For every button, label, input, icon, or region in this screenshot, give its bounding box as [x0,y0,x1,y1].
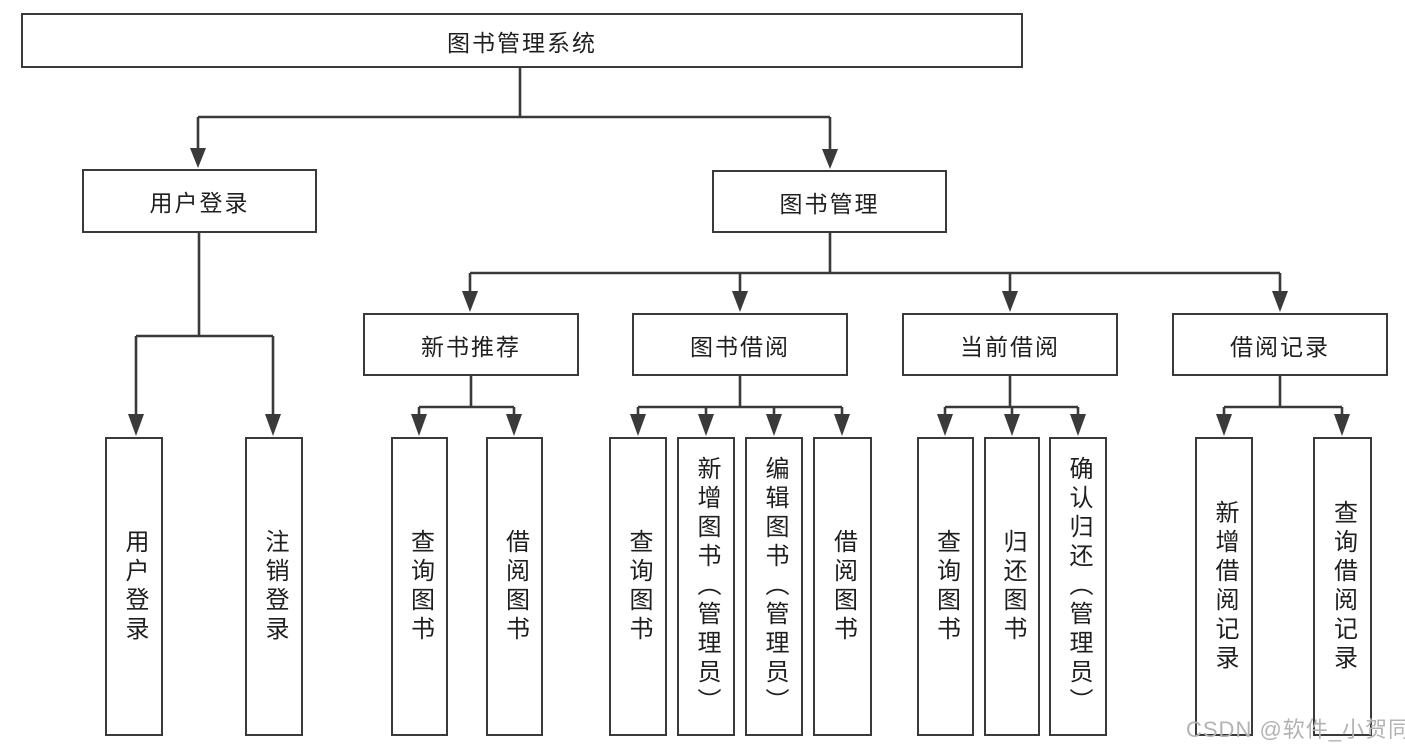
leaf-nb-query-books: 查询图书 [391,437,448,736]
leaf-nb-query-books-label: 查询图书 [406,528,434,645]
leaf-cb-query-books-label: 查询图书 [932,528,960,645]
arrowhead-icon [766,414,782,436]
arrowhead-icon [630,414,646,436]
leaf-br-query-record: 查询借阅记录 [1313,437,1372,736]
leaf-nb-borrow-books: 借阅图书 [486,437,543,736]
watermark-text: CSDN @软件_小贺同学 [1186,717,1405,742]
node-root: 图书管理系统 [21,13,1023,68]
arrowhead-icon [1216,414,1232,436]
arrowhead-icon [128,414,144,436]
node-book-management-label: 图书管理 [779,190,880,217]
node-new-book-recommend: 新书推荐 [363,313,579,376]
leaf-bb-borrow-books-label: 借阅图书 [829,528,857,645]
arrowhead-icon [937,414,953,436]
arrowhead-icon [1070,414,1086,436]
node-book-borrow: 图书借阅 [632,313,848,376]
leaf-bb-query-books: 查询图书 [609,437,667,736]
arrowhead-icon [822,149,838,169]
leaf-br-add-record-label: 新增借阅记录 [1211,499,1238,674]
node-current-borrow: 当前借阅 [902,313,1118,376]
node-user-login-label: 用户登录 [149,190,250,216]
arrowhead-icon [462,291,478,312]
leaf-logout: 注销登录 [245,437,303,736]
arrowhead-icon [834,414,850,436]
arrowhead-icon [1004,414,1020,436]
arrowhead-icon [411,414,427,436]
leaf-nb-borrow-books-label: 借阅图书 [501,528,529,645]
leaf-br-query-record-label: 查询借阅记录 [1329,499,1357,674]
leaf-bb-borrow-books: 借阅图书 [813,437,872,736]
node-borrow-records-label: 借阅记录 [1230,333,1330,360]
leaf-bb-edit-books-admin: 编辑图书（管理员） [745,437,803,736]
node-borrow-records: 借阅记录 [1172,313,1388,376]
leaf-cb-query-books: 查询图书 [917,437,974,736]
node-new-book-recommend-label: 新书推荐 [421,333,521,360]
leaf-bb-query-books-label: 查询图书 [625,528,652,645]
arrowhead-icon [1002,291,1018,312]
leaf-cb-confirm-return-admin-label: 确认归还（管理员） [1065,456,1092,717]
node-root-label: 图书管理系统 [447,29,597,56]
leaf-br-add-record: 新增借阅记录 [1195,437,1253,736]
arrowhead-icon [190,148,206,168]
leaf-login-label: 用户登录 [121,528,148,645]
leaf-cb-confirm-return-admin: 确认归还（管理员） [1049,437,1107,736]
node-current-borrow-label: 当前借阅 [960,333,1060,360]
leaf-cb-return-books-label: 归还图书 [999,528,1026,645]
leaf-bb-add-books-admin-label: 新增图书（管理员） [693,456,720,717]
leaf-cb-return-books: 归还图书 [984,437,1040,736]
arrowhead-icon [506,414,522,436]
node-user-login: 用户登录 [82,169,317,233]
arrowhead-icon [698,414,714,436]
arrowhead-icon [1334,414,1350,436]
leaf-bb-add-books-admin: 新增图书（管理员） [677,437,735,736]
node-book-borrow-label: 图书借阅 [690,333,790,360]
arrowhead-icon [1272,291,1288,312]
leaf-login: 用户登录 [105,437,163,736]
node-book-management: 图书管理 [712,170,947,233]
arrowhead-icon [265,414,281,436]
arrowhead-icon [732,291,748,312]
leaf-logout-label: 注销登录 [261,528,288,645]
leaf-bb-edit-books-admin-label: 编辑图书（管理员） [761,456,788,717]
